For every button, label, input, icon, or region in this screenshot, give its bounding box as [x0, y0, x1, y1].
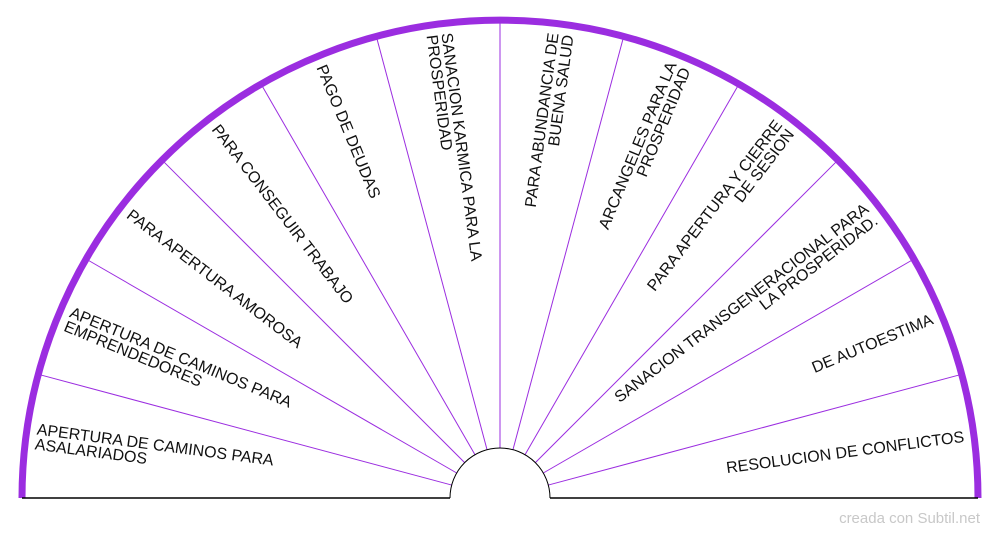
segment-dividers: [40, 22, 960, 486]
segment-divider: [163, 161, 465, 463]
segment-label-line: PARA APERTURA AMOROSA: [123, 207, 305, 352]
segment-label: PARA APERTURA AMOROSA: [123, 207, 305, 352]
segment-divider: [87, 259, 457, 474]
segment-label: DE AUTOESTIMA: [810, 311, 936, 376]
segment-divider: [512, 38, 624, 450]
segment-divider: [548, 374, 960, 486]
segment-divider: [376, 38, 488, 450]
segment-divider: [535, 161, 837, 463]
inner-hub-arc: [449, 447, 551, 499]
segment-label-line: PAGO DE DEUDAS: [313, 63, 383, 201]
segment-label-line: PARA APERTURA Y CIERRE: [644, 117, 786, 294]
segment-label-line: DE AUTOESTIMA: [810, 311, 936, 376]
segment-label-line: ARCANGELES PARA LA: [596, 59, 680, 231]
credit-text: creada con Subtil.net: [839, 510, 980, 527]
segment-label-line: SANACION TRANSGENERACIONAL PARA: [612, 201, 873, 407]
segment-label: PAGO DE DEUDAS: [313, 63, 383, 201]
segment-divider: [524, 85, 739, 455]
outer-arc: [18, 16, 982, 499]
segment-divider: [261, 85, 476, 455]
segment-label-line: RESOLUCION DE CONFLICTOS: [725, 429, 965, 477]
segment-divider: [543, 259, 913, 474]
segment-label-line: LA PROSPERIDAD.: [757, 213, 882, 314]
segment-divider: [40, 374, 452, 486]
segment-label: RESOLUCION DE CONFLICTOS: [725, 429, 965, 477]
